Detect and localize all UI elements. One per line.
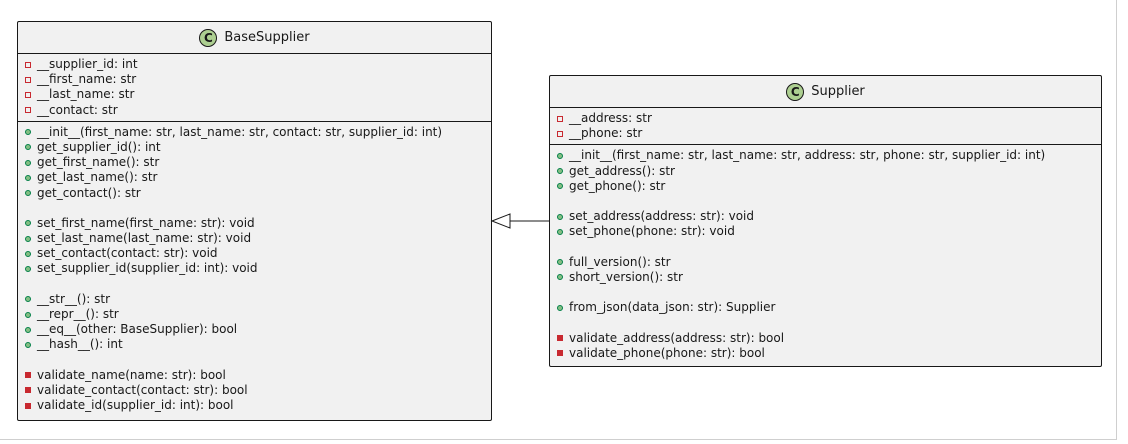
method-row: get_first_name(): str — [18, 155, 491, 170]
method-row: get_last_name(): str — [18, 170, 491, 185]
method-row: set_first_name(first_name: str): void — [18, 216, 491, 231]
public-method-icon — [25, 220, 31, 227]
method-row: validate_contact(contact: str): bool — [18, 383, 491, 398]
public-method-icon — [25, 326, 31, 333]
private-method-icon — [25, 402, 31, 409]
public-method-icon — [557, 213, 563, 220]
private-method-icon — [25, 387, 31, 394]
public-method-icon — [557, 183, 563, 190]
methods-section: __init__(first_name: str, last_name: str… — [550, 145, 1101, 364]
fields-section: __address: str __phone: str — [550, 108, 1101, 146]
private-method-icon — [25, 372, 31, 379]
class-supplier: C Supplier __address: str __phone: str _… — [549, 75, 1102, 367]
private-field-icon — [25, 61, 31, 68]
field-row: __phone: str — [550, 126, 1101, 141]
field-row: __supplier_id: int — [18, 57, 491, 72]
private-method-icon — [557, 335, 563, 342]
method-row: validate_phone(phone: str): bool — [550, 346, 1101, 361]
class-header: C BaseSupplier — [18, 22, 491, 54]
public-method-icon — [25, 174, 31, 181]
public-method-icon — [25, 265, 31, 272]
method-row: set_contact(contact: str): void — [18, 246, 491, 261]
method-row: set_supplier_id(supplier_id: int): void — [18, 261, 491, 276]
field-row: __last_name: str — [18, 87, 491, 102]
private-field-icon — [557, 115, 563, 122]
private-method-icon — [557, 350, 563, 357]
class-base-supplier: C BaseSupplier __supplier_id: int __firs… — [17, 21, 492, 421]
method-row: get_supplier_id(): int — [18, 140, 491, 155]
public-method-icon — [557, 274, 563, 281]
class-badge-icon: C — [786, 82, 805, 101]
method-row: __init__(first_name: str, last_name: str… — [18, 125, 491, 140]
public-method-icon — [25, 144, 31, 151]
public-method-icon — [25, 296, 31, 303]
method-row: __init__(first_name: str, last_name: str… — [550, 148, 1101, 163]
method-row: full_version(): str — [550, 255, 1101, 270]
public-method-icon — [25, 159, 31, 166]
private-field-icon — [25, 91, 31, 98]
method-row: set_last_name(last_name: str): void — [18, 231, 491, 246]
method-row: set_phone(phone: str): void — [550, 224, 1101, 239]
method-row: from_json(data_json: str): Supplier — [550, 300, 1101, 315]
public-method-icon — [25, 250, 31, 257]
method-row: validate_name(name: str): bool — [18, 368, 491, 383]
method-row: validate_address(address: str): bool — [550, 331, 1101, 346]
class-badge-icon: C — [199, 28, 218, 47]
field-row: __first_name: str — [18, 72, 491, 87]
inheritance-arrowhead-icon — [490, 213, 511, 229]
method-row: set_address(address: str): void — [550, 209, 1101, 224]
fields-section: __supplier_id: int __first_name: str __l… — [18, 54, 491, 122]
public-method-icon — [25, 190, 31, 196]
class-header: C Supplier — [550, 76, 1101, 108]
public-method-icon — [25, 311, 31, 318]
public-method-icon — [25, 341, 31, 348]
class-name: BaseSupplier — [224, 30, 310, 45]
class-name: Supplier — [811, 84, 865, 99]
method-row: __hash__(): int — [18, 337, 491, 352]
method-row: get_address(): str — [550, 164, 1101, 179]
public-method-icon — [557, 304, 563, 311]
public-method-icon — [25, 129, 31, 136]
method-row: __eq__(other: BaseSupplier): bool — [18, 322, 491, 337]
public-method-icon — [557, 152, 563, 159]
methods-section: __init__(first_name: str, last_name: str… — [18, 122, 491, 417]
private-field-icon — [557, 130, 563, 137]
method-row: get_contact(): str — [18, 186, 491, 201]
method-row: __str__(): str — [18, 292, 491, 307]
method-row: validate_id(supplier_id: int): bool — [18, 398, 491, 413]
public-method-icon — [557, 259, 563, 266]
public-method-icon — [557, 228, 563, 235]
field-row: __address: str — [550, 111, 1101, 126]
private-field-icon — [25, 107, 31, 114]
method-row: get_phone(): str — [550, 179, 1101, 194]
public-method-icon — [25, 235, 31, 242]
private-field-icon — [25, 76, 31, 83]
method-row: short_version(): str — [550, 270, 1101, 285]
field-row: __contact: str — [18, 103, 491, 118]
method-row: __repr__(): str — [18, 307, 491, 322]
public-method-icon — [557, 168, 563, 175]
